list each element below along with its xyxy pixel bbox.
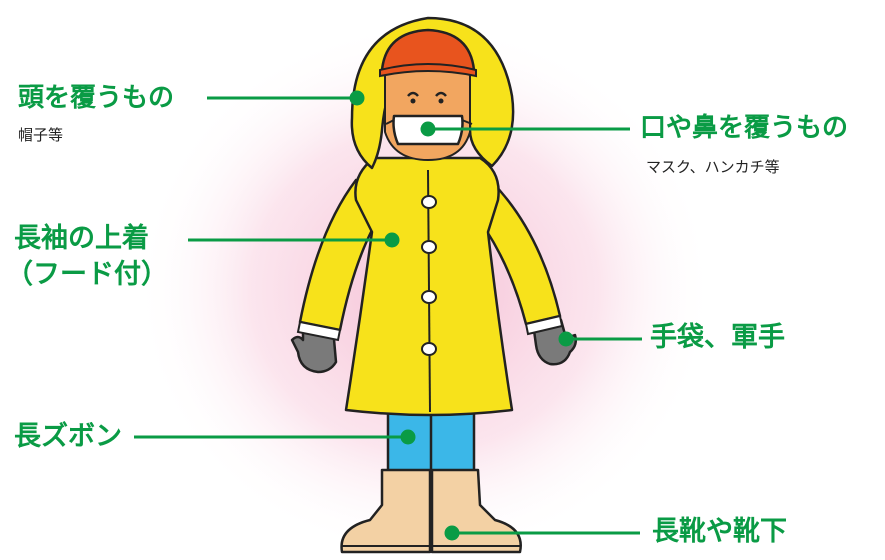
pants-label: 長ズボン <box>14 421 122 452</box>
mouth-cover-sub-label: マスク、ハンカチ等 <box>646 158 780 176</box>
connectors <box>134 90 642 541</box>
coat-label-line1: 長袖の上着 <box>14 223 149 254</box>
coat-label-line2: （フード付） <box>6 259 168 290</box>
mouth-cover-label: 口や鼻を覆うもの <box>640 113 849 143</box>
gloves-label: 手袋、軍手 <box>650 322 785 353</box>
head-cover-sub-label: 帽子等 <box>18 126 64 144</box>
head-cover-label: 頭を覆うもの <box>18 83 175 113</box>
face-illustration <box>379 28 477 162</box>
boots-label: 長靴や靴下 <box>652 516 787 547</box>
